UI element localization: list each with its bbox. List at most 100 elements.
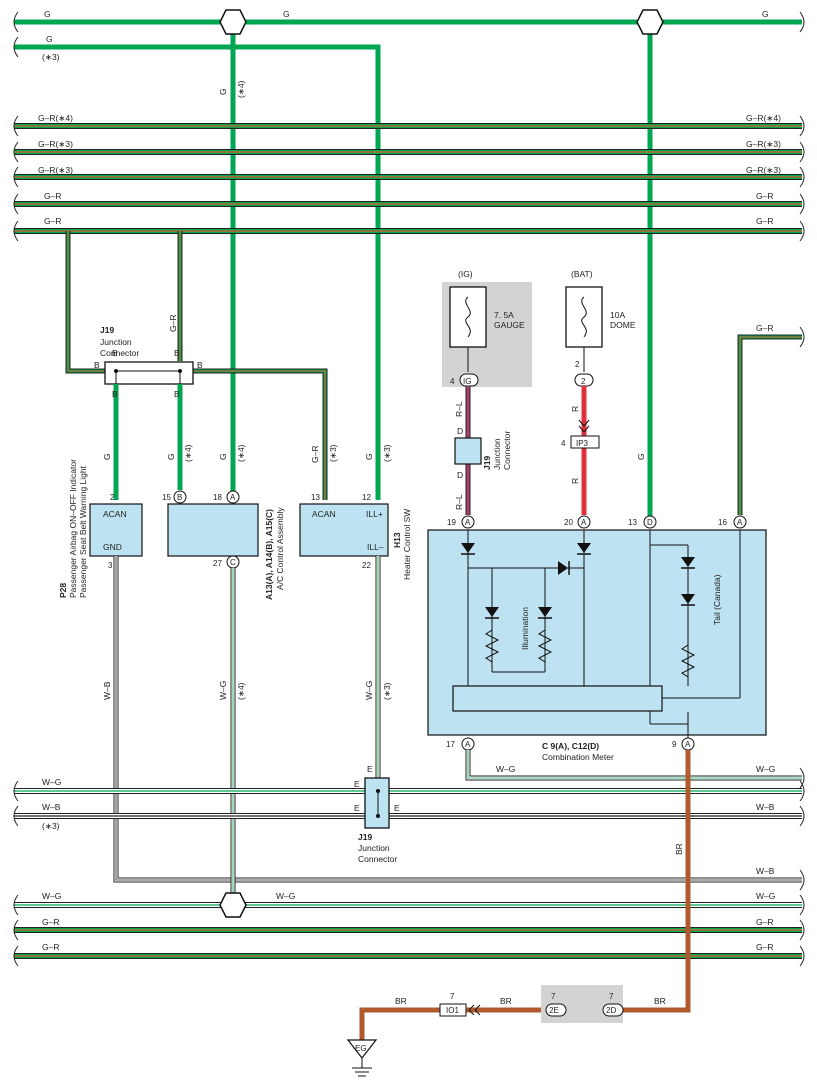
meter-illumination: Illumination bbox=[520, 607, 530, 650]
label-w-b: W–B bbox=[756, 866, 775, 876]
bus-group-lower bbox=[13, 780, 805, 967]
label-g: G bbox=[102, 453, 112, 460]
ac-name: A/C Control Assembly bbox=[275, 507, 285, 590]
conn-d-label: D bbox=[647, 518, 653, 527]
pin-4: 4 bbox=[450, 377, 455, 386]
label-e: E bbox=[394, 803, 400, 813]
p28-name-line2: Passenger Seat Belt Warning Light bbox=[78, 465, 88, 598]
h13-pin-acan: ACAN bbox=[312, 509, 336, 519]
bus-g-top bbox=[13, 9, 805, 518]
conn-a-label: A bbox=[737, 518, 743, 527]
conn-a-label: A bbox=[581, 518, 587, 527]
label-b: B bbox=[174, 389, 180, 399]
branch-g-r-left bbox=[65, 231, 106, 374]
splice-point bbox=[219, 9, 247, 35]
label-b: B bbox=[174, 348, 180, 358]
conn-a-label: A bbox=[230, 493, 236, 502]
label-br: BR bbox=[500, 996, 512, 1006]
label-note: (∗3) bbox=[42, 52, 60, 62]
label-e: E bbox=[354, 779, 360, 789]
label-g: G bbox=[762, 9, 769, 19]
pin-2: 2 bbox=[575, 360, 580, 369]
junction-j19-rl bbox=[454, 437, 482, 465]
label-r-l: R–L bbox=[454, 401, 464, 417]
pin-2: 2 bbox=[110, 493, 115, 502]
label-w-g: W–G bbox=[756, 764, 775, 774]
label-g-r: G–R bbox=[756, 942, 773, 952]
fuse-dome-source: (BAT) bbox=[571, 269, 593, 279]
label-w-g: W–G bbox=[218, 681, 228, 700]
conn-a-label: A bbox=[465, 518, 471, 527]
p28-code: P28 bbox=[58, 583, 68, 598]
label-br: BR bbox=[395, 996, 407, 1006]
j19-lower-title: Junction bbox=[358, 843, 390, 853]
pin-27: 27 bbox=[213, 559, 222, 568]
pin-19: 19 bbox=[447, 518, 456, 527]
bus-group-upper bbox=[13, 115, 805, 242]
j19-title: Connector bbox=[100, 348, 139, 358]
pin-16: 16 bbox=[718, 518, 727, 527]
label-g-r: G–R bbox=[42, 917, 59, 927]
j19-lower-title: Connector bbox=[358, 854, 397, 864]
label-g: G bbox=[166, 453, 176, 460]
label-r: R bbox=[570, 478, 580, 484]
conn-2d-label: 2D bbox=[606, 1006, 616, 1015]
label-g: G bbox=[218, 88, 228, 95]
h13-pin-ill-minus: ILL– bbox=[367, 542, 384, 552]
label-w-b: W–B bbox=[102, 681, 112, 700]
j19-rl-title: Connector bbox=[502, 431, 512, 470]
label-g-r-n3: G–R(∗3) bbox=[38, 165, 73, 175]
label-b: B bbox=[112, 389, 118, 399]
label-note: (∗4) bbox=[236, 444, 246, 462]
label-g-r: G–R bbox=[310, 446, 320, 463]
pin-9: 9 bbox=[672, 740, 677, 749]
p28-name-line1: Passenger Airbag ON–OFF Indicator bbox=[68, 459, 78, 598]
ac-control-body bbox=[167, 503, 259, 557]
pin-7: 7 bbox=[609, 992, 614, 1001]
h13-code: H13 bbox=[392, 532, 402, 548]
label-e: E bbox=[367, 764, 373, 774]
label-note: (∗3) bbox=[328, 444, 338, 462]
conn-b bbox=[173, 490, 187, 504]
conn-c-label: C bbox=[230, 558, 236, 567]
label-g-r-n3: G–R(∗3) bbox=[746, 139, 781, 149]
meter-code: C 9(A), C12(D) bbox=[542, 741, 599, 751]
ground-symbol bbox=[346, 1039, 378, 1059]
label-e: E bbox=[354, 803, 360, 813]
label-d: D bbox=[457, 426, 463, 436]
pin-12: 12 bbox=[362, 493, 371, 502]
label-g: G bbox=[44, 9, 51, 19]
pin-4: 4 bbox=[561, 439, 566, 448]
label-w-b: W–B bbox=[756, 802, 775, 812]
label-w-g: W–G bbox=[276, 891, 295, 901]
label-g: G bbox=[46, 34, 53, 44]
label-w-g: W–G bbox=[42, 777, 61, 787]
wire-w-b-p28 bbox=[113, 556, 802, 883]
j19-rl-code: J19 bbox=[482, 456, 492, 470]
label-w-g: W–G bbox=[364, 681, 374, 700]
label-g-r-n4: G–R(∗4) bbox=[38, 113, 73, 123]
label-w-g: W–G bbox=[496, 764, 515, 774]
meter-ic bbox=[452, 685, 663, 712]
label-br: BR bbox=[674, 843, 684, 855]
label-g-r: G–R bbox=[756, 191, 773, 201]
pin-13: 13 bbox=[311, 493, 320, 502]
label-b: B bbox=[112, 348, 118, 358]
conn-a-label: A bbox=[685, 740, 691, 749]
conn-ig-label: IG bbox=[463, 377, 471, 386]
label-b: B bbox=[197, 360, 203, 370]
fuse-gauge-source: (IG) bbox=[458, 269, 473, 279]
pin-3: 3 bbox=[108, 561, 113, 570]
j19-code: J19 bbox=[100, 325, 114, 335]
label-note: (∗4) bbox=[183, 444, 193, 462]
label-g: G bbox=[636, 453, 646, 460]
label-g-r-n3: G–R(∗3) bbox=[746, 165, 781, 175]
label-note: (∗4) bbox=[236, 682, 246, 700]
conn-io1-label: IO1 bbox=[446, 1006, 459, 1015]
wire-w-g-meter bbox=[465, 750, 805, 789]
conn-b-label: B bbox=[177, 493, 182, 502]
ground-eg-label: EG bbox=[355, 1044, 367, 1053]
p28-pin-gnd: GND bbox=[103, 542, 122, 552]
j19-lower-code: J19 bbox=[358, 832, 372, 842]
junction-j19-lower bbox=[364, 777, 390, 829]
